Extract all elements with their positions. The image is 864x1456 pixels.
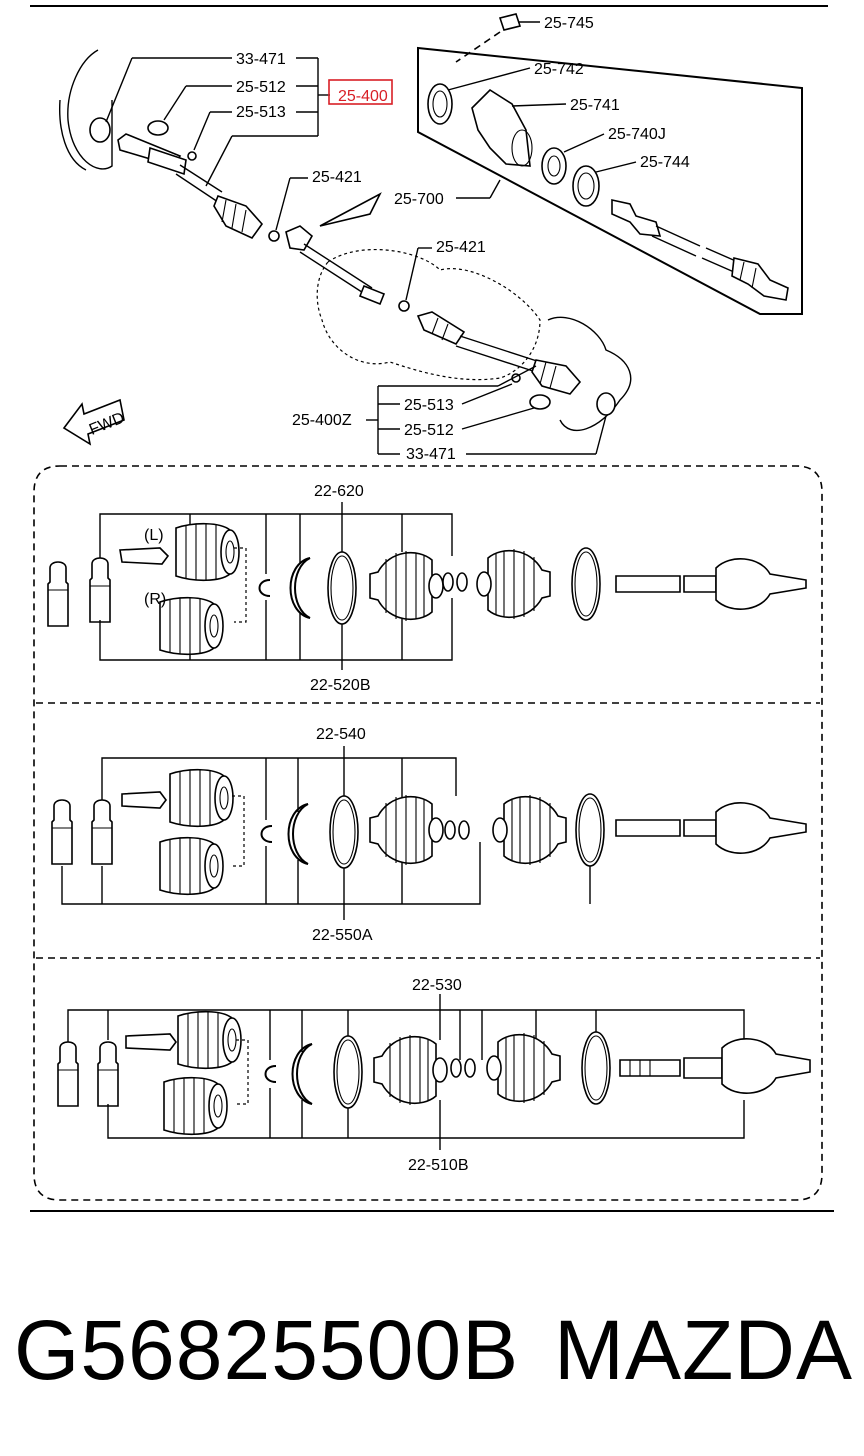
seal-25-742 — [427, 83, 453, 125]
tag-left: (L) — [144, 527, 164, 544]
label-22-510b: 22-510B — [408, 1157, 469, 1174]
left-clip-upper — [147, 120, 169, 136]
direction-arrow — [319, 192, 382, 227]
left-hub — [89, 117, 111, 143]
fwd-arrow: FWD — [62, 398, 127, 446]
label-25-744: 25-744 — [640, 154, 690, 171]
bearing-25-740j — [541, 147, 567, 185]
right-knuckle — [547, 316, 632, 431]
seal-25-744 — [572, 165, 600, 207]
label-33-471-top: 33-471 — [236, 51, 286, 68]
panel-3: 22-530 22-510B — [57, 977, 811, 1174]
label-25-421-b: 25-421 — [436, 239, 486, 256]
transmission-outline — [316, 248, 541, 381]
label-25-512-top: 25-512 — [236, 79, 286, 96]
left-knuckle — [67, 49, 113, 170]
center-shaft — [285, 225, 386, 306]
bolt-25-745 — [498, 13, 522, 31]
label-22-620: 22-620 — [314, 483, 364, 500]
clip-25-421-b — [398, 300, 410, 312]
label-25-421-a: 25-421 — [312, 169, 362, 186]
clip-25-421-a — [268, 230, 280, 242]
left-nut-upper — [187, 151, 197, 161]
label-33-471-bot: 33-471 — [406, 446, 456, 463]
label-25-513-bot: 25-513 — [404, 397, 454, 414]
left-driveshaft — [117, 133, 264, 240]
label-22-520b: 22-520B — [310, 677, 371, 694]
panel-2: 22-540 22-550A — [51, 726, 807, 944]
bracket-25-741 — [471, 88, 531, 167]
tag-right: (R) — [144, 591, 166, 608]
label-25-700: 25-700 — [394, 191, 444, 208]
right-hub — [596, 392, 616, 416]
intermediate-shaft — [611, 199, 789, 301]
label-25-512-bot: 25-512 — [404, 422, 454, 439]
label-22-550a: 22-550A — [312, 927, 373, 944]
label-25-400z: 25-400Z — [292, 412, 352, 429]
panel-1: (L) (R) 22-620 22-520B — [47, 483, 807, 694]
label-25-740j: 25-740J — [608, 126, 666, 143]
part-number: G56825500B — [14, 1303, 520, 1397]
label-22-540: 22-540 — [316, 726, 366, 743]
overview-section: 33-471 25-512 25-513 25-400 25-421 25-42… — [59, 49, 632, 463]
label-25-400[interactable]: 25-400 — [338, 88, 388, 105]
label-22-530: 22-530 — [412, 977, 462, 994]
label-25-745: 25-745 — [544, 15, 594, 32]
label-25-742: 25-742 — [534, 61, 584, 78]
label-25-513-top: 25-513 — [236, 104, 286, 121]
right-driveshaft — [416, 311, 582, 395]
highlight-box — [328, 79, 393, 105]
intermediate-shaft-inset: 25-745 25-742 25-741 25-740J 25-744 25-7… — [394, 13, 803, 315]
inset-frame — [417, 46, 803, 315]
right-clip — [529, 394, 551, 410]
label-25-741: 25-741 — [570, 97, 620, 114]
panels-frame — [33, 465, 823, 1201]
brand-name: MAZDA — [554, 1303, 853, 1397]
